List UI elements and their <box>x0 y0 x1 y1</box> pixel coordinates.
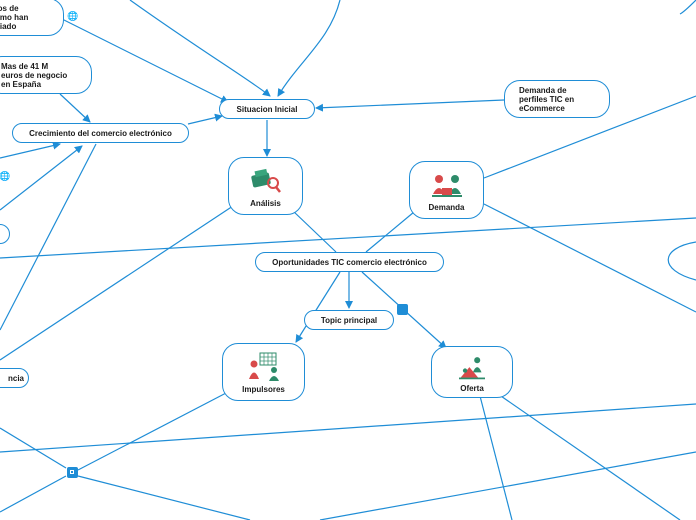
connector-curve-to-situacion <box>277 0 341 97</box>
node-crecimiento-label: Crecimiento del comercio electrónico <box>29 128 172 138</box>
people-chart-icon <box>248 352 279 381</box>
node-oferta-label: Oferta <box>460 384 484 393</box>
connector-oportunidades-to-demanda <box>365 211 415 253</box>
connector-left-to-crecimiento <box>0 141 61 159</box>
globe-icon[interactable]: 🌐 <box>67 11 79 21</box>
node-crecimiento[interactable]: Crecimiento del comercio electrónico <box>12 123 189 143</box>
node-topic-principal[interactable]: Topic principal <box>304 310 394 330</box>
node-impulsores[interactable]: Impulsores <box>222 343 305 401</box>
node-demanda[interactable]: Demanda <box>409 161 484 219</box>
connector-left-to-square <box>0 427 67 469</box>
connector-analisis-to-left <box>0 203 237 361</box>
connector-oportunidades-to-impulsores <box>295 271 341 343</box>
node-oportunidades-label: Oportunidades TIC comercio electrónico <box>272 257 427 267</box>
node-mas-41m[interactable]: Mas de 41 M euros de negocio en España <box>0 56 92 94</box>
node-analisis[interactable]: Análisis <box>228 157 303 215</box>
node-situacion-inicial-label: Situacion Inicial <box>236 104 298 114</box>
connector-crecimiento-down <box>0 143 97 331</box>
connector-demanda-perfiles-to-situacion <box>315 99 505 112</box>
node-analisis-label: Análisis <box>250 199 281 208</box>
node-demanda-label: Demanda <box>428 203 465 212</box>
collapse-toggle-right[interactable] <box>397 304 408 315</box>
node-oportunidades[interactable]: Oportunidades TIC comercio electrónico <box>255 252 444 272</box>
connector-long-upper <box>0 217 696 259</box>
connector-impulsores-to-square <box>77 391 229 471</box>
people-presentation-icon <box>459 357 485 380</box>
node-top-left-label: tos de umo han biado <box>0 3 29 31</box>
analysis-magnifier-icon <box>250 168 281 193</box>
node-oferta[interactable]: Oferta <box>431 346 513 398</box>
connector-mas41m-to-crecimiento <box>59 93 91 123</box>
node-impulsores-label: Impulsores <box>242 385 285 394</box>
node-situacion-inicial[interactable]: Situacion Inicial <box>219 99 315 119</box>
node-left-partial-ncia-label: ncia <box>7 373 24 383</box>
people-meeting-icon <box>431 175 462 197</box>
connector-right-top-arc <box>679 0 696 15</box>
collapse-toggle-bottom-left[interactable] <box>67 467 78 478</box>
connector-long-lower <box>0 403 696 453</box>
connector-right-mid-arc <box>667 241 696 281</box>
connector-topleft-to-situacion <box>129 0 271 97</box>
connector-top-to-situacion <box>59 17 229 103</box>
connector-bottom-right <box>319 451 696 520</box>
node-top-left-partial[interactable]: tos de umo han biado <box>0 0 64 36</box>
connector-crecimiento-to-situacion <box>187 113 223 125</box>
connector-oferta-down <box>479 395 513 520</box>
connector-demanda-to-right <box>483 203 696 313</box>
connector-left2-to-crecimiento <box>0 145 83 211</box>
node-demanda-perfiles[interactable]: Demanda de perfiles TIC en eCommerce <box>504 80 610 118</box>
connector-oportunidades-to-analisis <box>291 209 337 253</box>
connector-oferta-down-right <box>497 393 681 520</box>
node-topic-principal-label: Topic principal <box>320 315 378 325</box>
connector-demanda-to-topright <box>483 95 696 179</box>
connector-square-to-bottom <box>77 475 251 520</box>
globe-icon-left[interactable]: 🌐 <box>0 171 11 181</box>
node-mas-41m-label: Mas de 41 M euros de negocio en España <box>1 61 68 89</box>
node-demanda-perfiles-label: Demanda de perfiles TIC en eCommerce <box>519 85 575 113</box>
connector-square-down-left <box>0 475 67 513</box>
node-left-partial-ncia[interactable]: ncia <box>0 368 29 388</box>
